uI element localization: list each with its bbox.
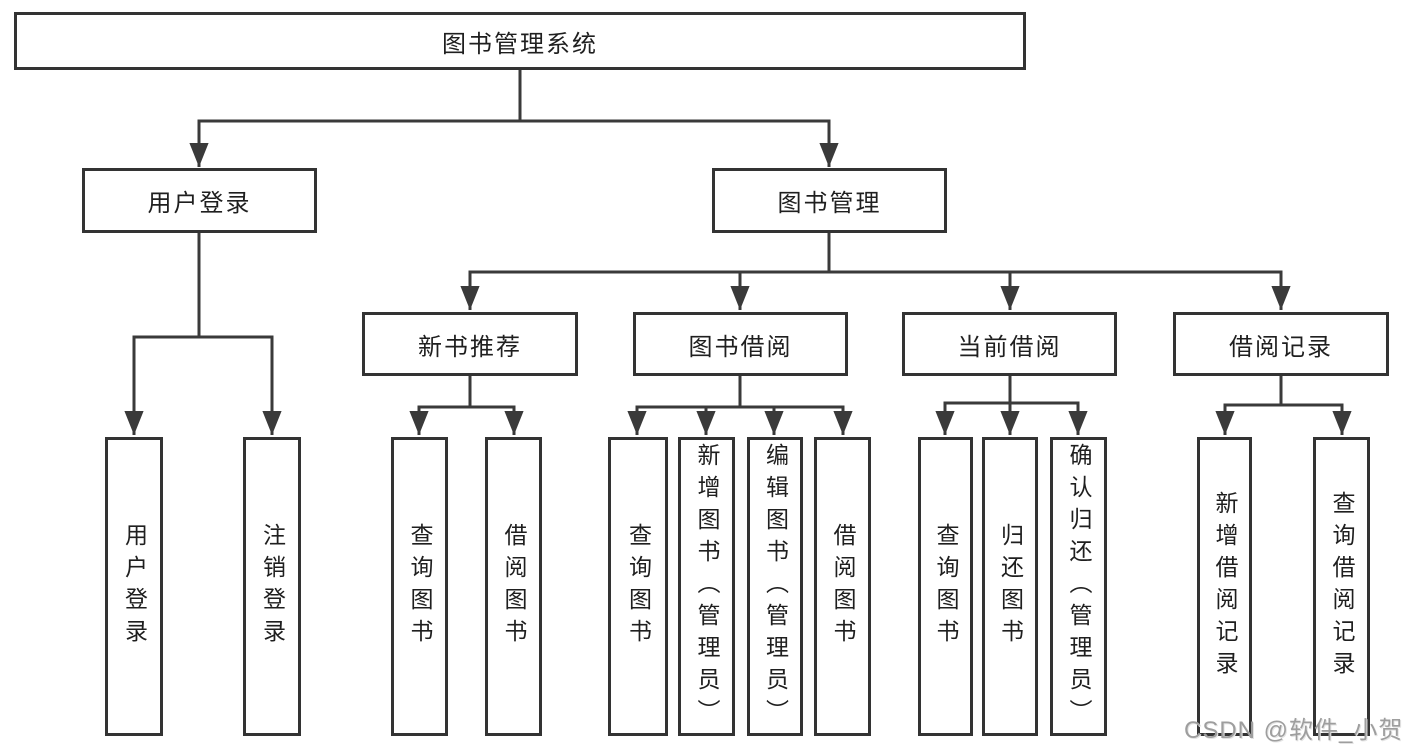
node-borrow-records: 借阅记录: [1173, 312, 1389, 376]
node-borrow-query-book: 查询图书: [608, 437, 668, 736]
node-recommend-borrow-book: 借阅图书: [485, 437, 542, 736]
node-records-query-record: 查询借阅记录: [1313, 437, 1370, 736]
connector-bookmgmt-bar: [460, 270, 1291, 310]
node-label: 查询借阅记录: [1329, 490, 1355, 683]
node-book-management: 图书管理: [712, 168, 947, 233]
node-label: 借阅图书: [501, 522, 527, 651]
node-current-borrow: 当前借阅: [902, 312, 1117, 376]
node-logout-leaf: 注销登录: [243, 437, 301, 736]
node-root: 图书管理系统: [14, 12, 1026, 70]
connector-borrow-bar: [627, 405, 853, 435]
node-book-borrow: 图书借阅: [633, 312, 848, 376]
node-label: 用户登录: [121, 522, 148, 651]
node-current-query-book: 查询图书: [918, 437, 973, 736]
node-label: 借阅图书: [830, 522, 856, 651]
node-label: 确认归还（管理员）: [1066, 442, 1092, 731]
connector-newbook-bar: [409, 405, 524, 435]
node-label: 查询图书: [933, 522, 959, 651]
node-label: 注销登录: [259, 522, 286, 651]
node-label: 查询图书: [625, 522, 652, 651]
node-label: 新增图书（管理员）: [694, 442, 720, 731]
node-current-confirm-return-admin: 确认归还（管理员）: [1050, 437, 1107, 736]
node-label: 编辑图书（管理员）: [762, 442, 789, 731]
node-borrow-add-book-admin: 新增图书（管理员）: [678, 437, 735, 736]
node-new-book-recommend: 新书推荐: [362, 312, 578, 376]
node-borrow-borrow-book: 借阅图书: [814, 437, 871, 736]
node-label: 新增借阅记录: [1212, 490, 1238, 683]
node-current-return-book: 归还图书: [982, 437, 1038, 736]
node-label: 查询图书: [407, 522, 433, 651]
node-borrow-edit-book-admin: 编辑图书（管理员）: [747, 437, 803, 736]
node-user-login-leaf: 用户登录: [105, 437, 163, 736]
node-user-login: 用户登录: [82, 168, 317, 233]
node-records-add-record: 新增借阅记录: [1197, 437, 1252, 736]
node-label: 归还图书: [997, 522, 1024, 651]
connector-userlogin-bar: [124, 335, 282, 435]
node-recommend-query-book: 查询图书: [391, 437, 448, 736]
connector-level1-bar: [189, 119, 839, 167]
connector-records-bar: [1215, 403, 1352, 435]
watermark: CSDN @软件_小贺同学: [1184, 717, 1405, 744]
